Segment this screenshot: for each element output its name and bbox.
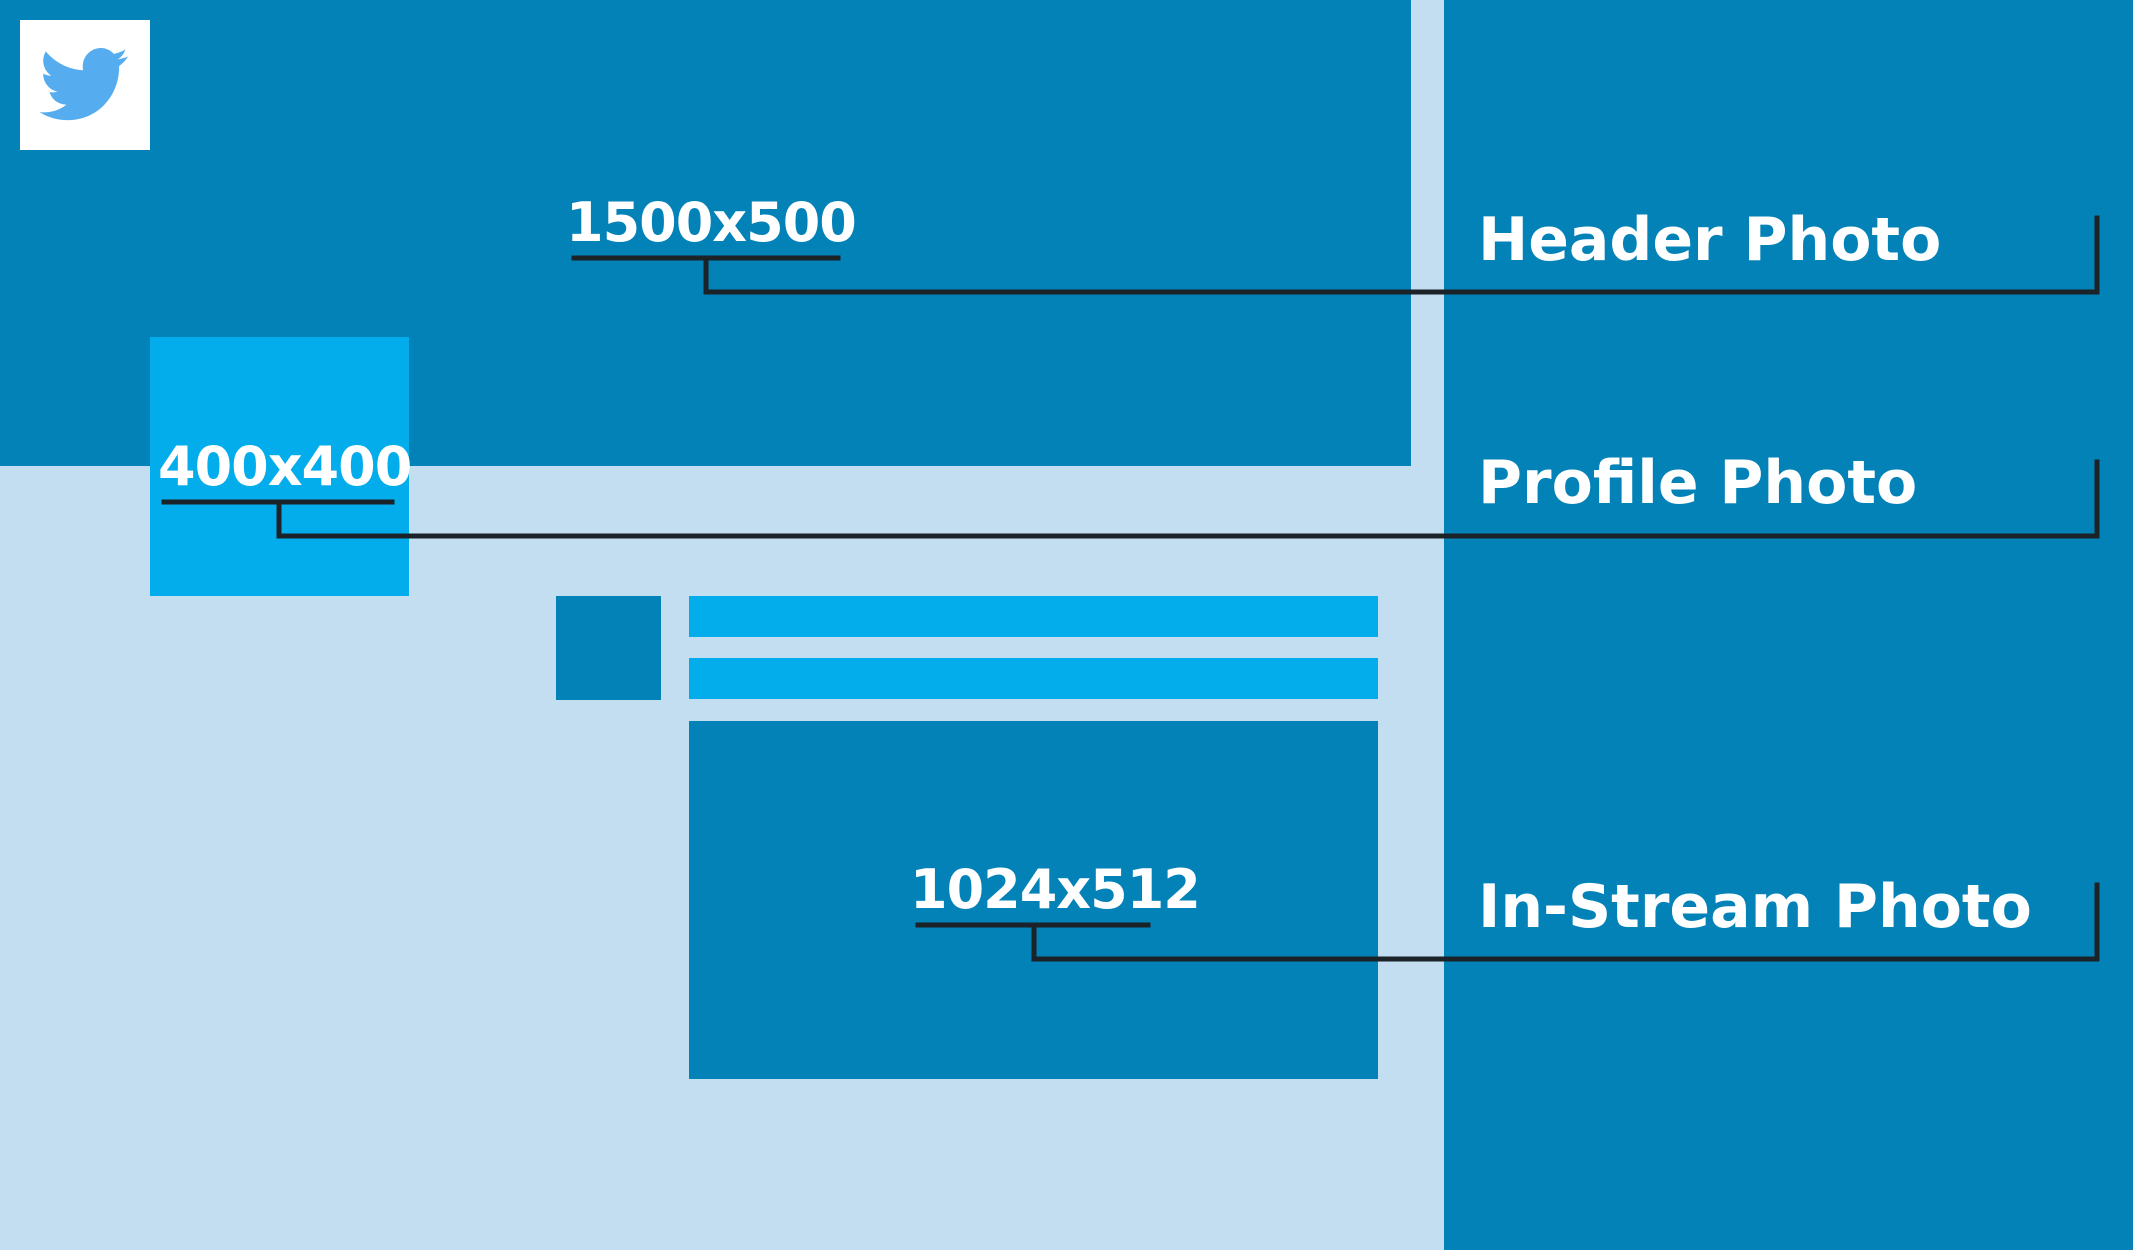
profile-photo-label: Profile Photo xyxy=(1478,448,1918,518)
tweet-text-line xyxy=(689,596,1378,637)
instream-photo-label: In-Stream Photo xyxy=(1478,872,2032,942)
profile-dimensions: 400x400 xyxy=(158,435,412,498)
twitter-bird-icon xyxy=(40,48,128,121)
labels-panel xyxy=(1444,0,2133,1250)
twitter-logo xyxy=(20,20,150,150)
header-dimensions: 1500x500 xyxy=(566,191,857,254)
header-photo-label: Header Photo xyxy=(1478,205,1942,275)
tweet-text-line xyxy=(689,658,1378,699)
tweet-avatar xyxy=(556,596,661,700)
instream-dimensions: 1024x512 xyxy=(910,858,1201,921)
